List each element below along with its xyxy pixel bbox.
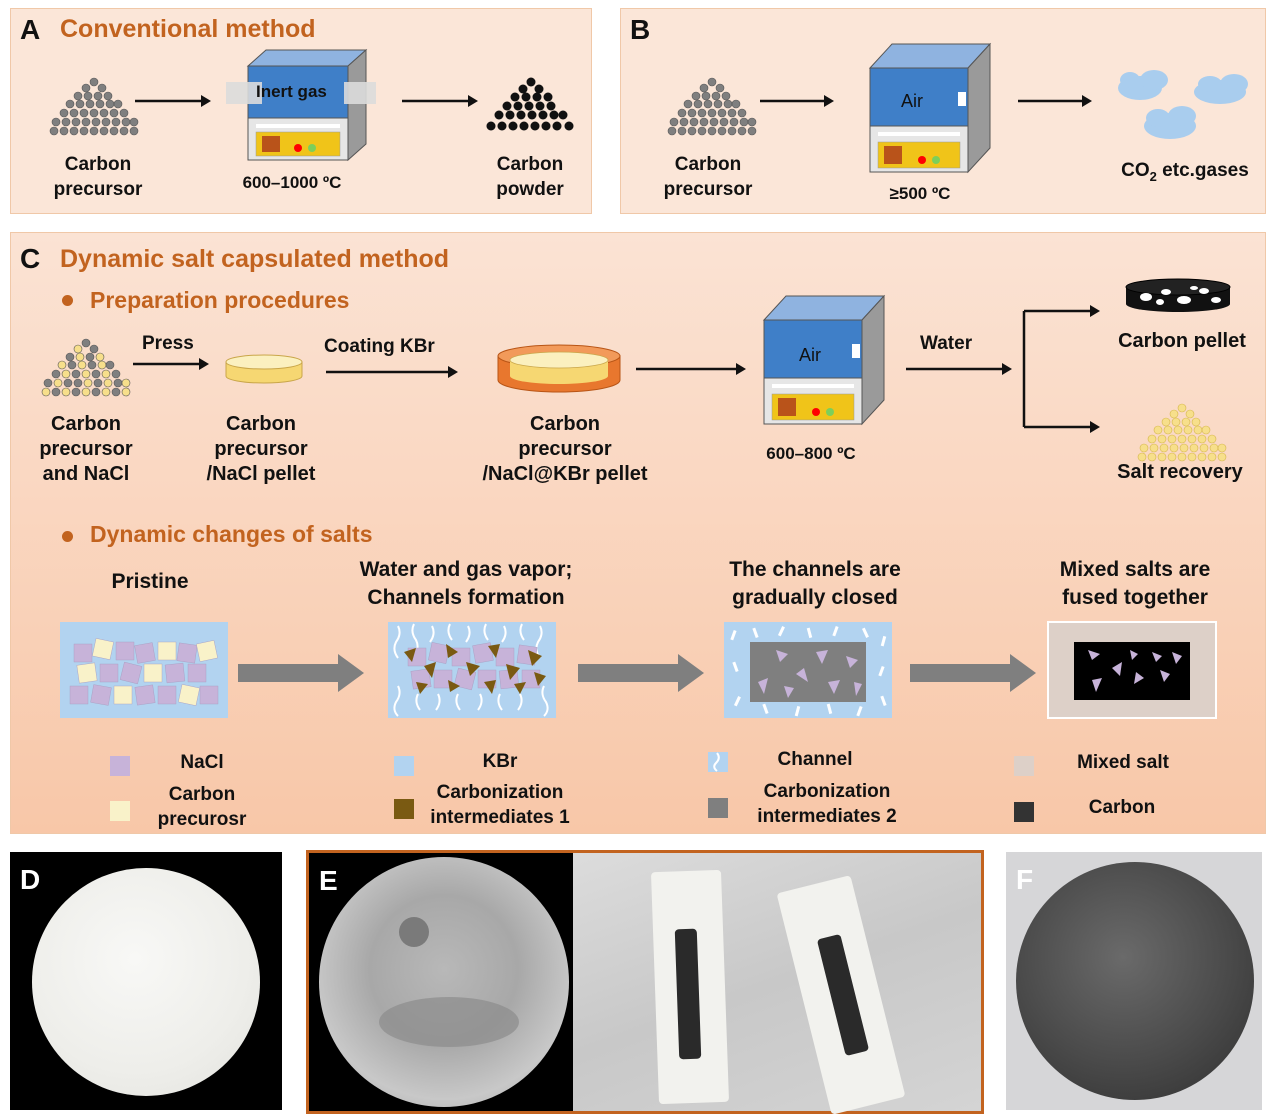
panel-a-output-label-1: Carbon bbox=[496, 154, 564, 175]
salt-heap-icon bbox=[1137, 403, 1227, 462]
arrow-icon bbox=[402, 95, 478, 107]
photo-d-letter: D bbox=[20, 864, 41, 895]
furnace-gas-label: Air bbox=[901, 91, 923, 111]
arrow-icon bbox=[760, 95, 834, 107]
arrow-icon bbox=[135, 95, 211, 107]
legend-ci1-swatch bbox=[394, 799, 414, 819]
arrow-icon bbox=[326, 366, 458, 378]
photo-e: E bbox=[306, 850, 984, 1115]
big-arrow-icon bbox=[910, 654, 1036, 692]
panel-a-output-label-2: powder bbox=[496, 179, 564, 200]
salt-recovery-label: Salt recovery bbox=[1117, 461, 1243, 483]
photo-f-letter: F bbox=[1016, 864, 1034, 895]
prep-title: Preparation procedures bbox=[90, 287, 350, 313]
bullet-icon bbox=[62, 295, 73, 306]
panel-a-input-label-2: precursor bbox=[53, 179, 143, 200]
panel-c-temp: 600–800 ºC bbox=[766, 444, 856, 463]
gas-cloud-icon bbox=[1118, 70, 1248, 139]
furnace-air-icon bbox=[868, 42, 992, 174]
coating-label: Coating KBr bbox=[324, 336, 435, 357]
photo-d: D bbox=[10, 852, 282, 1110]
stage2-channels-diagram bbox=[388, 622, 556, 718]
legend-carbon-precursor-swatch bbox=[110, 801, 130, 821]
panel-a-title: Conventional method bbox=[60, 15, 316, 43]
legend-mixed-salt-label: Mixed salt bbox=[1077, 752, 1169, 773]
cross-section-photo bbox=[573, 853, 981, 1115]
stage1-label: Pristine bbox=[111, 570, 189, 593]
legend-channel-swatch bbox=[708, 752, 728, 772]
panel-c-letter: C bbox=[20, 243, 41, 274]
big-arrow-icon bbox=[578, 654, 704, 692]
dyn-title: Dynamic changes of salts bbox=[90, 521, 373, 547]
legend-kbr-swatch bbox=[394, 756, 414, 776]
panel-a-temp: 600–1000 ºC bbox=[242, 173, 342, 192]
panel-b-letter: B bbox=[630, 14, 651, 45]
press-label: Press bbox=[142, 333, 194, 354]
arrow-icon bbox=[1018, 95, 1092, 107]
legend-channel-label: Channel bbox=[777, 749, 853, 770]
precursor-nacl-heap-icon bbox=[41, 338, 131, 397]
panel-c bbox=[10, 232, 1266, 834]
panel-b-input-label-2: precursor bbox=[663, 179, 753, 200]
arrow-icon bbox=[636, 363, 746, 375]
white-pellet-photo bbox=[32, 868, 260, 1096]
pellet-icon bbox=[225, 354, 303, 384]
legend-carbon-swatch bbox=[1014, 802, 1034, 822]
carbon-precursor-heap-icon bbox=[49, 77, 139, 136]
panel-b-input-label-1: Carbon bbox=[674, 154, 742, 175]
stage1-pristine-diagram bbox=[60, 622, 228, 718]
carbon-pellet-photo bbox=[1016, 862, 1254, 1100]
legend-mixed-salt-swatch bbox=[1014, 756, 1034, 776]
photo-f: F bbox=[1006, 852, 1262, 1110]
coated-pellet-photo bbox=[319, 857, 569, 1107]
branch-arrow-icon bbox=[906, 305, 1100, 433]
carbon-pellet-icon bbox=[1125, 278, 1231, 312]
panel-b-output-label: CO2 etc.gases bbox=[1121, 160, 1249, 184]
carbon-pellet-label: Carbon pellet bbox=[1118, 330, 1246, 352]
legend-nacl-swatch bbox=[110, 756, 130, 776]
legend-nacl-label: NaCl bbox=[180, 752, 224, 773]
water-label: Water bbox=[920, 333, 973, 354]
stage2-label: Water and gas vapor;Channels formation bbox=[359, 558, 573, 609]
panel-b-temp: ≥500 ºC bbox=[889, 184, 951, 203]
stage4-fused-diagram bbox=[1047, 621, 1217, 719]
bullet-icon bbox=[62, 531, 73, 542]
legend-kbr-label: KBr bbox=[482, 751, 518, 772]
stage3-closed-diagram bbox=[724, 622, 892, 718]
photo-e-letter: E bbox=[319, 865, 338, 896]
furnace-gas-label: Inert gas bbox=[256, 82, 327, 101]
big-arrow-icon bbox=[238, 654, 364, 692]
panel-c-title: Dynamic salt capsulated method bbox=[60, 245, 450, 273]
furnace-gas-label: Air bbox=[799, 345, 821, 365]
carbon-precursor-heap-icon bbox=[667, 77, 757, 136]
furnace-inert-icon bbox=[226, 48, 376, 162]
coated-pellet-icon bbox=[497, 344, 621, 393]
arrow-icon bbox=[133, 358, 209, 370]
legend-carbon-label: Carbon bbox=[1088, 797, 1156, 818]
furnace-air-icon bbox=[762, 294, 886, 426]
legend-ci2-swatch bbox=[708, 798, 728, 818]
panel-a-input-label-1: Carbon bbox=[64, 154, 132, 175]
panel-a-letter: A bbox=[20, 14, 41, 45]
carbon-powder-heap-icon bbox=[486, 77, 574, 131]
